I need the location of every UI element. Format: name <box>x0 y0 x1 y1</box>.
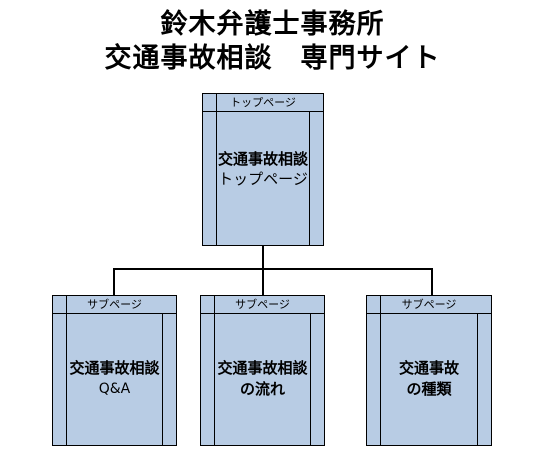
sub-page-header: サブページ <box>201 296 324 314</box>
top-page-title: 交通事故相談 <box>217 150 308 168</box>
page-margin-line <box>477 313 478 445</box>
top-page-header: トップページ <box>203 94 323 112</box>
sub-page-title: 交通事故相談 <box>69 359 160 377</box>
sub-page-header: サブページ <box>367 296 491 314</box>
sub-page-subtitle: Q&A <box>98 381 131 397</box>
sub-page-box-flow: サブページ 交通事故相談 の流れ <box>200 295 325 446</box>
sub-page-box-qa: サブページ 交通事故相談 Q&A <box>52 295 177 446</box>
connector-center-down <box>262 268 264 295</box>
sub-page-header: サブページ <box>53 296 176 314</box>
page-margin-line <box>380 296 381 445</box>
page-margin-line <box>310 313 311 445</box>
sub-page-subtitle: の流れ <box>239 380 285 398</box>
sub-page-subtitle: の種類 <box>406 380 452 398</box>
page-margin-line <box>162 313 163 445</box>
site-title-line1: 鈴木弁護士事務所 <box>160 9 385 40</box>
sub-page-box-types: サブページ 交通事故 の種類 <box>366 295 492 446</box>
page-margin-line <box>216 94 217 245</box>
top-page-box: トップページ 交通事故相談 トップページ <box>202 93 324 246</box>
connector-horizontal <box>114 268 432 270</box>
connector-top-down <box>262 246 264 269</box>
sub-page-title: 交通事故 <box>398 359 459 377</box>
connector-right-down <box>431 268 433 295</box>
sub-page-title: 交通事故相談 <box>217 359 308 377</box>
page-margin-line <box>309 111 310 245</box>
connector-left-down <box>113 268 115 295</box>
page-margin-line <box>66 296 67 445</box>
page-margin-line <box>214 296 215 445</box>
site-title-line2: 交通事故相談 専門サイト <box>104 43 441 74</box>
top-page-subtitle: トップページ <box>218 170 308 188</box>
